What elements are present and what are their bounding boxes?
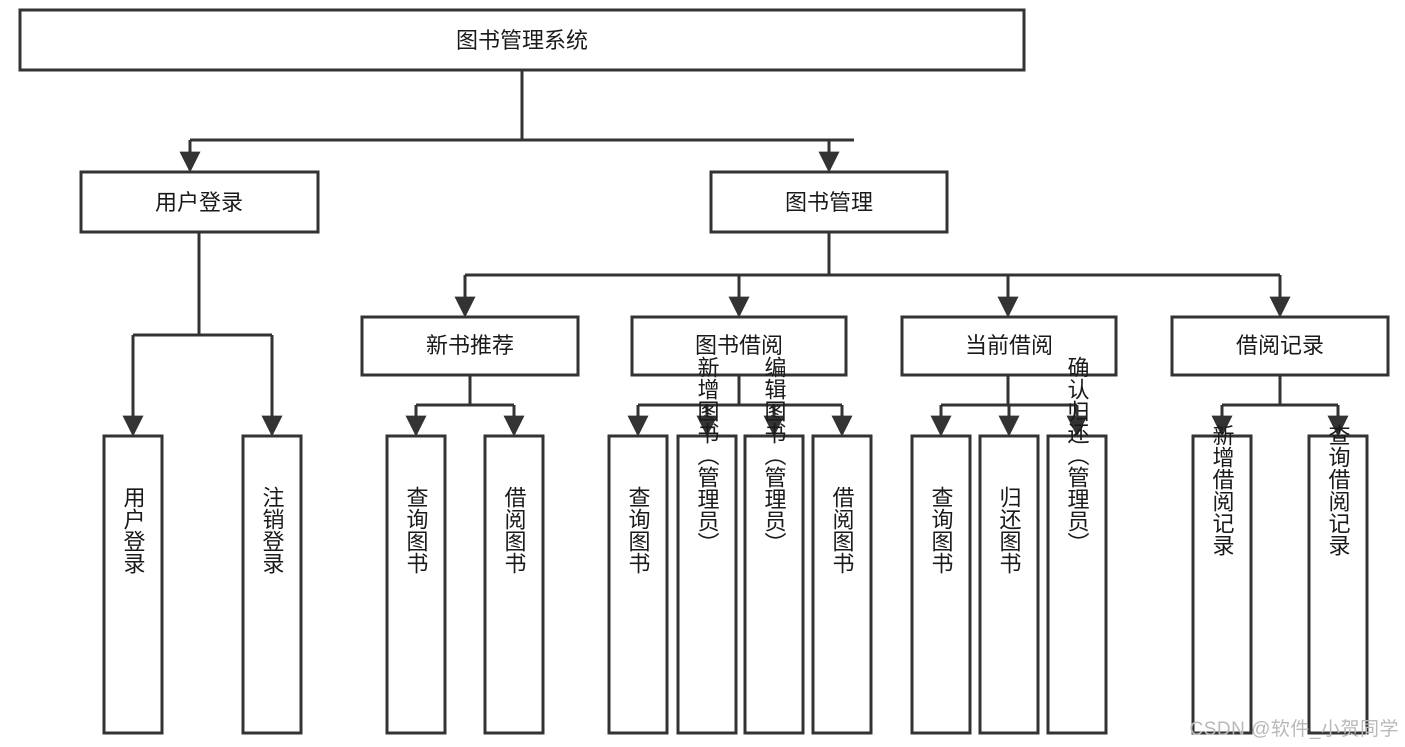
node-leaf-box[interactable] [811, 434, 873, 735]
node-root[interactable]: 图书管理系统 [18, 8, 1026, 72]
node-leaf-borrow-record-0[interactable]: 新增借阅记录 [1191, 424, 1253, 735]
edge-group-book-manage [454, 232, 1291, 318]
edge-group-new-book [405, 375, 525, 437]
edge-group-book-borrow [627, 375, 853, 437]
node-leaf-label: 查询图书 [404, 486, 429, 574]
node-leaf-user-login-0[interactable]: 用户登录 [102, 434, 164, 735]
node-user-login-box[interactable] [79, 170, 320, 234]
node-user-login[interactable]: 用户登录 [79, 170, 320, 234]
node-book-manage[interactable]: 图书管理 [709, 170, 949, 234]
node-leaf-box[interactable] [607, 434, 669, 735]
node-leaf-book-borrow-0[interactable]: 查询图书 [607, 434, 669, 735]
node-leaf-box[interactable] [1307, 434, 1369, 735]
node-leaf-label: 借阅图书 [502, 486, 527, 574]
node-leaf-current-borrow-2[interactable]: 确认归还（管理员） [1046, 356, 1108, 735]
node-new-book[interactable]: 新书推荐 [360, 315, 580, 377]
node-book-manage-label: 图书管理 [785, 190, 873, 215]
node-current-borrow-label: 当前借阅 [965, 333, 1053, 358]
edge-group-root [179, 70, 854, 173]
node-leaf-label: 新增图书（管理员） [695, 356, 720, 554]
node-leaf-user-login-1[interactable]: 注销登录 [241, 434, 303, 735]
node-root-box[interactable] [18, 8, 1026, 72]
node-leaf-new-book-1[interactable]: 借阅图书 [483, 434, 545, 735]
node-leaf-label: 编辑图书（管理员） [762, 356, 787, 554]
node-current-borrow-box[interactable] [900, 315, 1118, 377]
node-leaf-label: 用户登录 [121, 486, 146, 574]
node-leaf-box[interactable] [385, 434, 447, 735]
node-leaf-label: 借阅图书 [830, 486, 855, 574]
edge-group-current-borrow [930, 375, 1088, 437]
node-leaf-box[interactable] [1191, 434, 1253, 735]
node-leaf-label: 查询图书 [929, 486, 954, 574]
node-leaf-label: 注销登录 [260, 486, 285, 574]
node-leaf-box[interactable] [676, 434, 738, 735]
node-borrow-record[interactable]: 借阅记录 [1170, 315, 1390, 377]
node-user-login-label: 用户登录 [155, 190, 243, 215]
node-leaf-box[interactable] [978, 434, 1040, 735]
node-new-book-box[interactable] [360, 315, 580, 377]
node-leaf-current-borrow-0[interactable]: 查询图书 [910, 434, 972, 735]
node-borrow-record-box[interactable] [1170, 315, 1390, 377]
node-leaf-label: 查询图书 [626, 486, 651, 574]
node-leaf-label: 确认归还（管理员） [1065, 356, 1090, 554]
node-new-book-label: 新书推荐 [426, 333, 514, 358]
node-leaf-box[interactable] [910, 434, 972, 735]
node-leaf-box[interactable] [743, 434, 805, 735]
edge-group-user-login [122, 232, 283, 437]
node-leaf-book-borrow-2[interactable]: 编辑图书（管理员） [743, 356, 805, 735]
node-current-borrow[interactable]: 当前借阅 [900, 315, 1118, 377]
node-leaf-box[interactable] [241, 434, 303, 735]
node-leaf-box[interactable] [1046, 434, 1108, 735]
node-leaf-book-borrow-1[interactable]: 新增图书（管理员） [676, 356, 738, 735]
node-borrow-record-label: 借阅记录 [1236, 333, 1324, 358]
node-leaf-book-borrow-3[interactable]: 借阅图书 [811, 434, 873, 735]
node-leaf-box[interactable] [102, 434, 164, 735]
edge-group-borrow-record [1211, 375, 1349, 437]
node-book-manage-box[interactable] [709, 170, 949, 234]
node-leaf-label: 查询借阅记录 [1326, 424, 1351, 556]
node-root-label: 图书管理系统 [456, 28, 588, 53]
node-book-borrow-box[interactable] [630, 315, 848, 377]
node-leaf-new-book-0[interactable]: 查询图书 [385, 434, 447, 735]
node-book-borrow[interactable]: 图书借阅 [630, 315, 848, 377]
node-book-borrow-label: 图书借阅 [695, 333, 783, 358]
node-leaf-current-borrow-1[interactable]: 归还图书 [978, 434, 1040, 735]
node-leaf-label: 归还图书 [997, 486, 1022, 574]
node-leaf-borrow-record-1[interactable]: 查询借阅记录 [1307, 424, 1369, 735]
node-leaf-box[interactable] [483, 434, 545, 735]
node-leaf-label: 新增借阅记录 [1210, 424, 1235, 556]
